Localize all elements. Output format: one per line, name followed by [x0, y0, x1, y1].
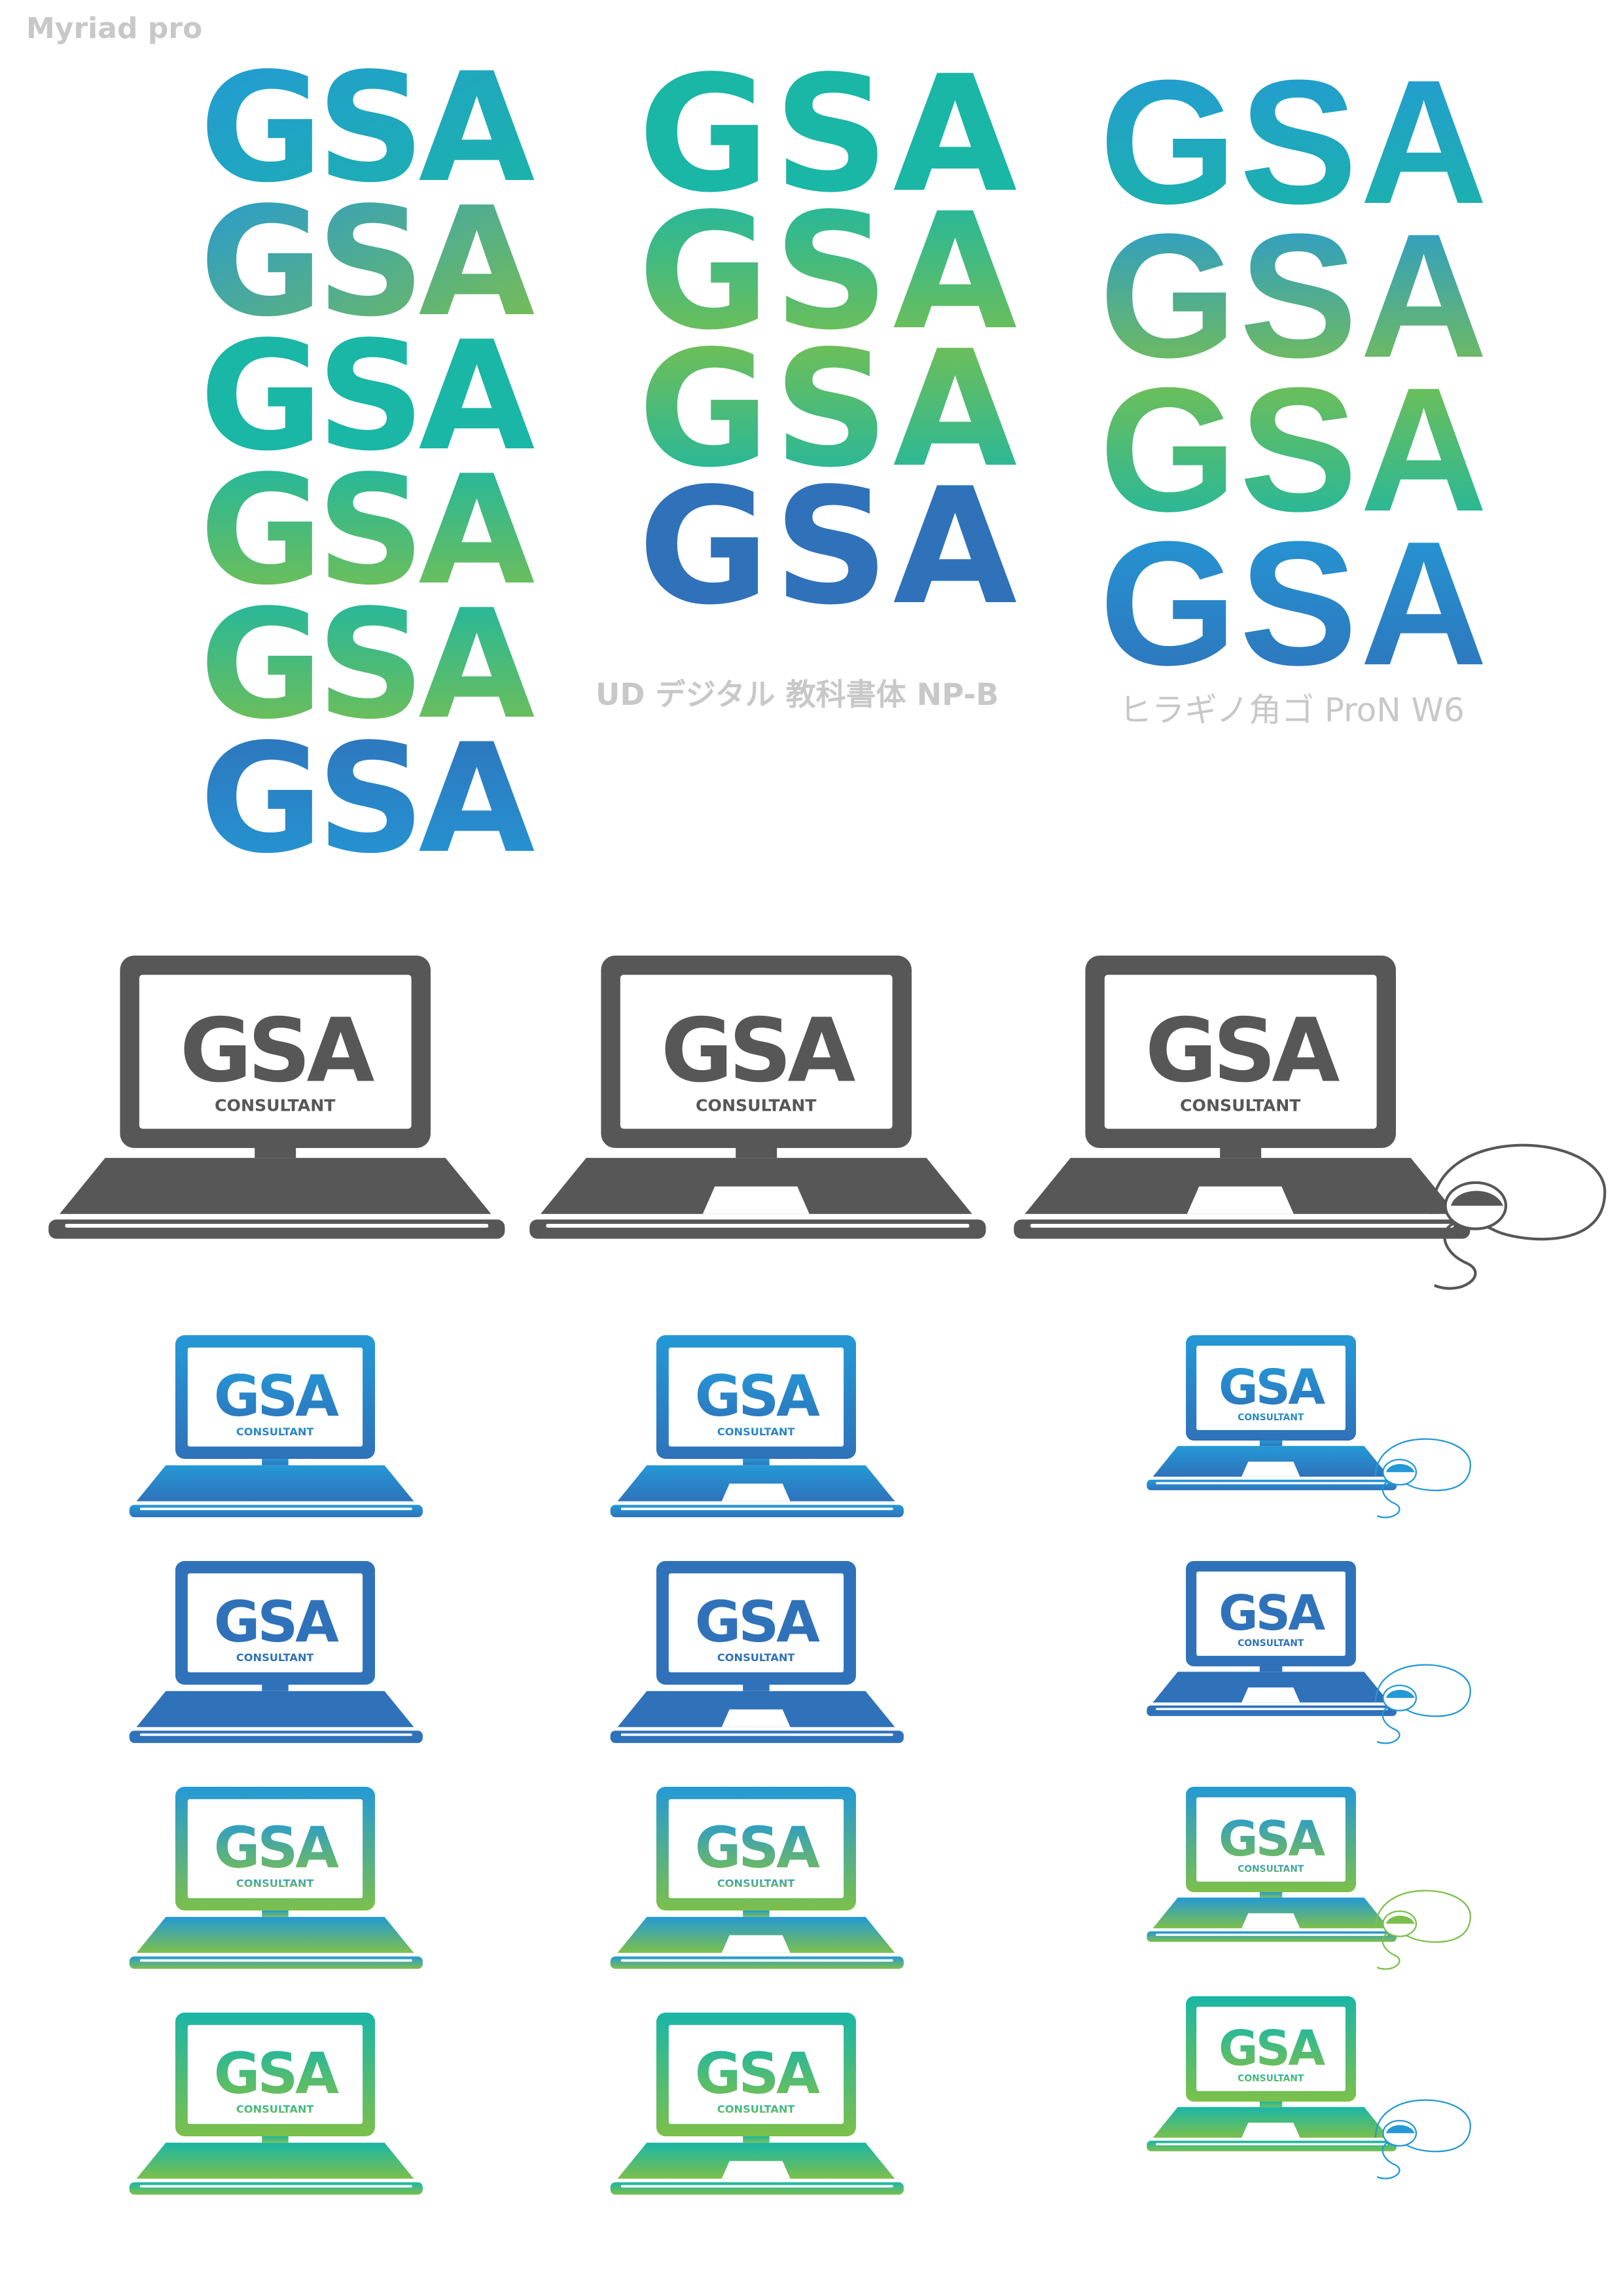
- gsa-wordmark: GSA: [1099, 44, 1490, 241]
- screen-tagline: CONSULTANT: [717, 2103, 795, 2115]
- laptop-variants: GSACONSULTANTGSACONSULTANTGSACONSULTANTG…: [48, 956, 1607, 2195]
- font-label-ud: UD デジタル 教科書体 NP-B: [596, 677, 999, 712]
- font-label-hiragino: ヒラギノ角ゴ ProN W6: [1119, 691, 1465, 729]
- screen-tagline: CONSULTANT: [236, 2103, 314, 2115]
- screen-wordmark: GSA: [1219, 1586, 1325, 1641]
- screen-wordmark: GSA: [214, 1816, 339, 1881]
- screen-tagline: CONSULTANT: [1238, 2073, 1304, 2084]
- screen-wordmark: GSA: [214, 1590, 339, 1655]
- mouse-icon: [1374, 1664, 1471, 1744]
- screen-tagline: CONSULTANT: [236, 1426, 314, 1438]
- gsa-wordmark: GSA: [200, 41, 534, 216]
- screen-tagline: CONSULTANT: [717, 1651, 795, 1664]
- screen-wordmark: GSA: [661, 999, 856, 1102]
- screen-tagline: CONSULTANT: [236, 1651, 314, 1664]
- screen-wordmark: GSA: [180, 999, 375, 1102]
- screen-wordmark: GSA: [695, 2041, 820, 2107]
- gsa-wordmark: GSA: [200, 444, 534, 619]
- screen-tagline: CONSULTANT: [717, 1877, 795, 1890]
- gsa-wordmark: GSA: [200, 578, 534, 753]
- gsa-wordmark: GSA: [1099, 505, 1490, 702]
- mouse-icon: [1374, 1890, 1471, 1970]
- gsa-wordmark: GSA: [638, 454, 1021, 640]
- screen-tagline: CONSULTANT: [1180, 1096, 1301, 1115]
- screen-tagline: CONSULTANT: [717, 1426, 795, 1438]
- gsa-wordmark: GSA: [1099, 351, 1490, 548]
- screen-wordmark: GSA: [1145, 999, 1340, 1102]
- gsa-wordmark: GSA: [200, 310, 534, 484]
- screen-wordmark: GSA: [695, 1364, 820, 1429]
- mouse-icon: [1374, 2099, 1471, 2179]
- screen-tagline: CONSULTANT: [1238, 1864, 1304, 1874]
- mouse-icon: [1374, 1438, 1471, 1518]
- gsa-wordmark: GSA: [1099, 198, 1490, 395]
- screen-tagline: CONSULTANT: [1238, 1638, 1304, 1649]
- gsa-wordmark: GSA: [638, 179, 1021, 365]
- mouse-icon: [1430, 1143, 1607, 1290]
- screen-tagline: CONSULTANT: [236, 1877, 314, 1890]
- gsa-wordmark: GSA: [638, 41, 1021, 228]
- screen-wordmark: GSA: [1219, 2021, 1325, 2077]
- screen-wordmark: GSA: [695, 1816, 820, 1881]
- screen-wordmark: GSA: [214, 2041, 339, 2107]
- screen-tagline: CONSULTANT: [215, 1096, 336, 1115]
- screen-tagline: CONSULTANT: [696, 1096, 817, 1115]
- font-label-myriad: Myriad pro: [26, 12, 203, 45]
- gsa-wordmark: GSA: [638, 316, 1021, 503]
- wordmark-variants: GSAGSAGSAGSAGSAGSAGSAGSAGSAGSAGSAGSAGSAG…: [200, 41, 1490, 887]
- screen-wordmark: GSA: [1219, 1360, 1325, 1416]
- gsa-wordmark: GSA: [200, 712, 534, 887]
- screen-tagline: CONSULTANT: [1238, 1412, 1304, 1423]
- screen-wordmark: GSA: [1219, 1812, 1325, 1867]
- gsa-wordmark: GSA: [200, 175, 534, 350]
- screen-wordmark: GSA: [695, 1590, 820, 1655]
- screen-wordmark: GSA: [214, 1364, 339, 1429]
